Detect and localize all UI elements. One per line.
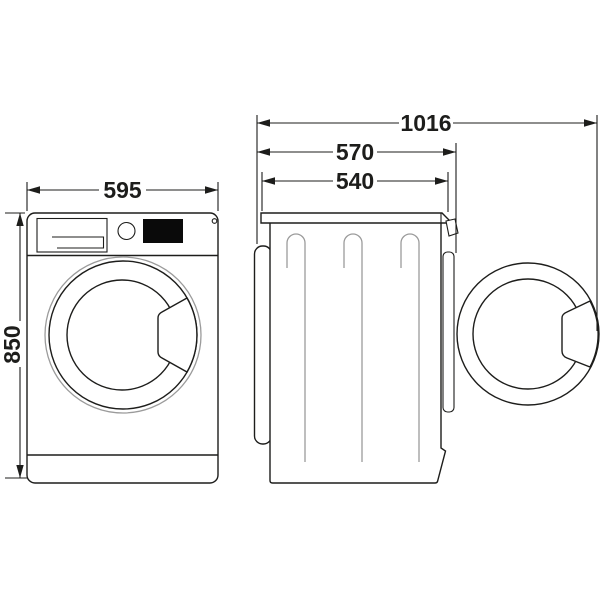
front-edge-strip: [442, 251, 455, 413]
door-handle-recess: [157, 297, 198, 373]
arrowhead-right: [205, 186, 218, 194]
worktop: [260, 212, 454, 224]
side-panel-grooves: [286, 233, 420, 462]
dim-label-front-height: 850: [0, 325, 25, 363]
arrowhead-left: [257, 119, 270, 127]
dimension-depth-door-open: 1016: [256, 110, 598, 331]
open-door: [456, 262, 600, 406]
program-knob: [117, 221, 136, 241]
arrowhead-left: [257, 148, 270, 156]
rear-panel-bulge: [253, 245, 273, 445]
front-cabinet-outline: [26, 212, 219, 484]
dim-label-depth-door-open: 1016: [400, 110, 451, 136]
dim-label-depth-overall: 570: [336, 139, 374, 165]
groove-2: [343, 233, 363, 462]
detergent-drawer: [36, 217, 108, 253]
dim-label-front-width: 595: [103, 177, 142, 203]
groove-3: [400, 233, 420, 462]
power-indicator-dot: [211, 218, 218, 224]
arrowhead-left: [27, 186, 40, 194]
arrowhead-right: [435, 177, 448, 185]
door-latch: [445, 218, 459, 237]
display-screen: [143, 219, 183, 243]
dim-label-depth-body: 540: [336, 168, 374, 194]
dimension-depth-overall: 570: [257, 139, 457, 253]
arrowhead-left: [262, 177, 275, 185]
detergent-drawer-handle: [52, 236, 105, 249]
groove-1: [286, 233, 306, 462]
open-door-handle-recess: [561, 300, 599, 368]
dimension-depth-body: 540: [261, 168, 449, 212]
dimension-front-height: 850: [0, 212, 27, 479]
dimension-front-width: 595: [26, 177, 219, 211]
arrowhead-right: [584, 119, 597, 127]
front-view: [26, 212, 219, 484]
front-door: [44, 256, 202, 414]
arrowhead-down: [16, 465, 24, 478]
side-cabinet-outline: [269, 221, 447, 484]
arrowhead-up: [16, 213, 24, 226]
door-outer-rim: [44, 256, 202, 414]
arrowhead-right: [443, 148, 456, 156]
side-view: [253, 212, 600, 484]
